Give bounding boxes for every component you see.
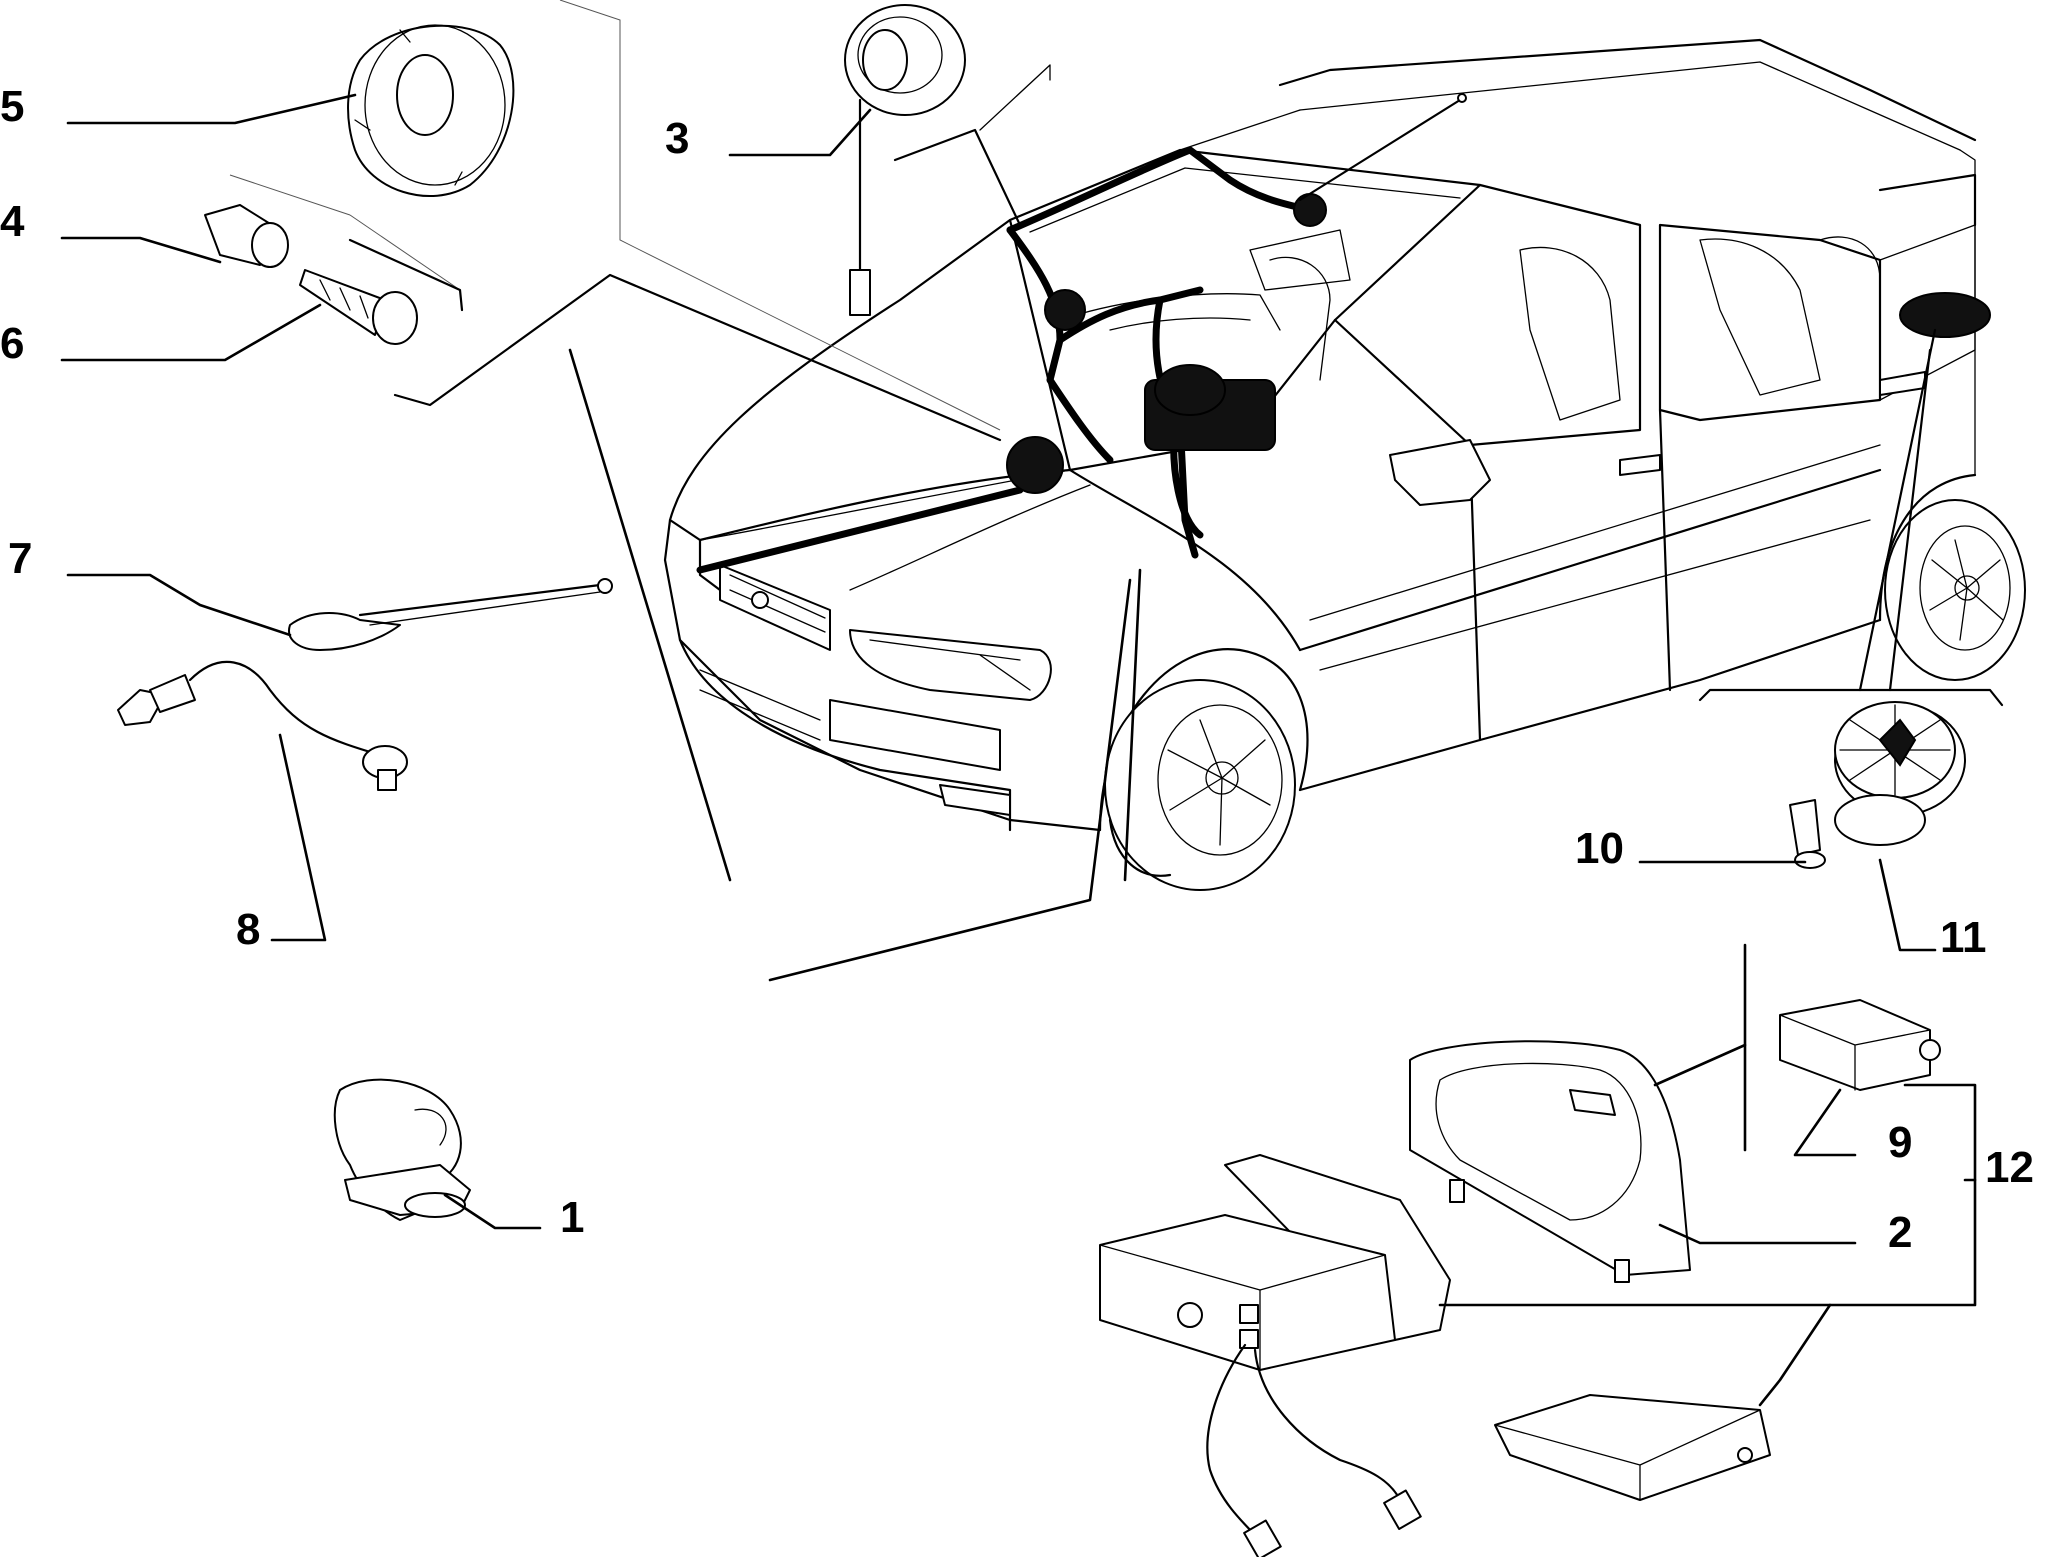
part-4-plug bbox=[204, 204, 289, 268]
part-5-speaker-adapter bbox=[347, 24, 515, 198]
callout-6: 6 bbox=[0, 319, 24, 368]
callout-4: 4 bbox=[0, 197, 25, 246]
callout-8: 8 bbox=[236, 905, 260, 954]
leader-lines bbox=[60, 93, 1977, 1407]
wiring-harness bbox=[696, 93, 1991, 574]
callout-10: 10 bbox=[1575, 824, 1624, 873]
callout-labels: 5 4 6 3 7 8 1 10 11 9 12 2 bbox=[0, 82, 2034, 1257]
part-2-frame bbox=[1409, 1040, 1691, 1283]
callout-5: 5 bbox=[0, 82, 24, 131]
part-7-antenna bbox=[288, 578, 613, 651]
part-9-module bbox=[1779, 999, 1941, 1091]
rear-speaker-fitted bbox=[1899, 292, 1991, 338]
part-6-bolt bbox=[299, 269, 418, 345]
callout-12: 12 bbox=[1985, 1143, 2034, 1192]
badge-emblem bbox=[751, 591, 769, 609]
part-11-speaker bbox=[1834, 701, 1966, 846]
part-12-radio-unit bbox=[1099, 1154, 1451, 1557]
car-illustration bbox=[663, 38, 2026, 891]
part-12-cover bbox=[1494, 1394, 1771, 1501]
part-10-screw bbox=[1789, 799, 1826, 869]
rear-door-handle bbox=[1879, 371, 1926, 396]
part-8-antenna-cable bbox=[117, 660, 408, 791]
callout-2: 2 bbox=[1888, 1208, 1912, 1257]
side-mirror bbox=[1389, 439, 1491, 506]
front-door-handle bbox=[1619, 454, 1661, 476]
callout-1: 1 bbox=[560, 1193, 584, 1242]
front-tweeter-fitted bbox=[1006, 436, 1064, 494]
callout-9: 9 bbox=[1888, 1118, 1912, 1167]
callout-3: 3 bbox=[665, 114, 689, 163]
part-3-tweeter bbox=[844, 4, 966, 316]
callout-7: 7 bbox=[8, 534, 32, 583]
callout-11: 11 bbox=[1940, 913, 1987, 962]
part-1-clip bbox=[333, 1078, 471, 1221]
